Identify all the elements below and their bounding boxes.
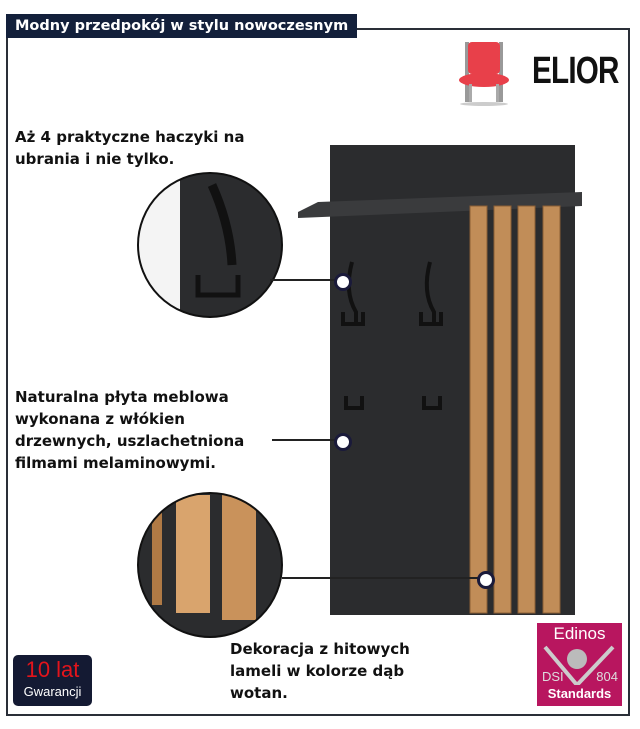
callout-line-hooks [270, 279, 340, 281]
callout-dot-hooks [334, 273, 352, 291]
feature-line: drzewnych, uszlachetniona [15, 432, 245, 450]
warranty-years: 10 lat [25, 657, 80, 682]
chair-logo-icon [459, 42, 509, 106]
feature-line: ubrania i nie tylko. [15, 150, 175, 168]
feature-slats: Dekoracja z hitowych lameli w kolorze dą… [230, 638, 410, 704]
feature-line: wykonana z włókien [15, 410, 185, 428]
certificate-v-icon [543, 645, 615, 685]
feature-hooks: Aż 4 praktyczne haczyki na ubrania i nie… [15, 126, 244, 170]
warranty-badge: 10 lat Gwarancji [13, 655, 92, 706]
feature-line: filmami melaminowymi. [15, 454, 216, 472]
callout-dot-slats [477, 571, 495, 589]
brand-name: ELIOR [532, 50, 619, 92]
callout-line-slats [282, 577, 482, 579]
feature-board: Naturalna płyta meblowa wykonana z włóki… [15, 386, 244, 474]
page-title: Modny przedpokój w stylu nowoczesnym [6, 14, 358, 38]
warranty-label: Gwarancji [23, 684, 82, 699]
certificate-bottom: Standards [547, 686, 612, 701]
certificate-name: Edinos [553, 624, 606, 643]
feature-line: Naturalna płyta meblowa [15, 388, 229, 406]
callout-line-board [272, 439, 340, 441]
callout-dot-board [334, 433, 352, 451]
certificate-left: DSI [542, 669, 564, 684]
certificate-right: 804 [596, 669, 618, 684]
feature-line: wotan. [230, 684, 288, 702]
feature-line: Dekoracja z hitowych [230, 640, 410, 658]
feature-line: lameli w kolorze dąb [230, 662, 405, 680]
feature-line: Aż 4 praktyczne haczyki na [15, 128, 245, 146]
certificate-badge: Edinos DSI 804 Standards [537, 623, 622, 706]
